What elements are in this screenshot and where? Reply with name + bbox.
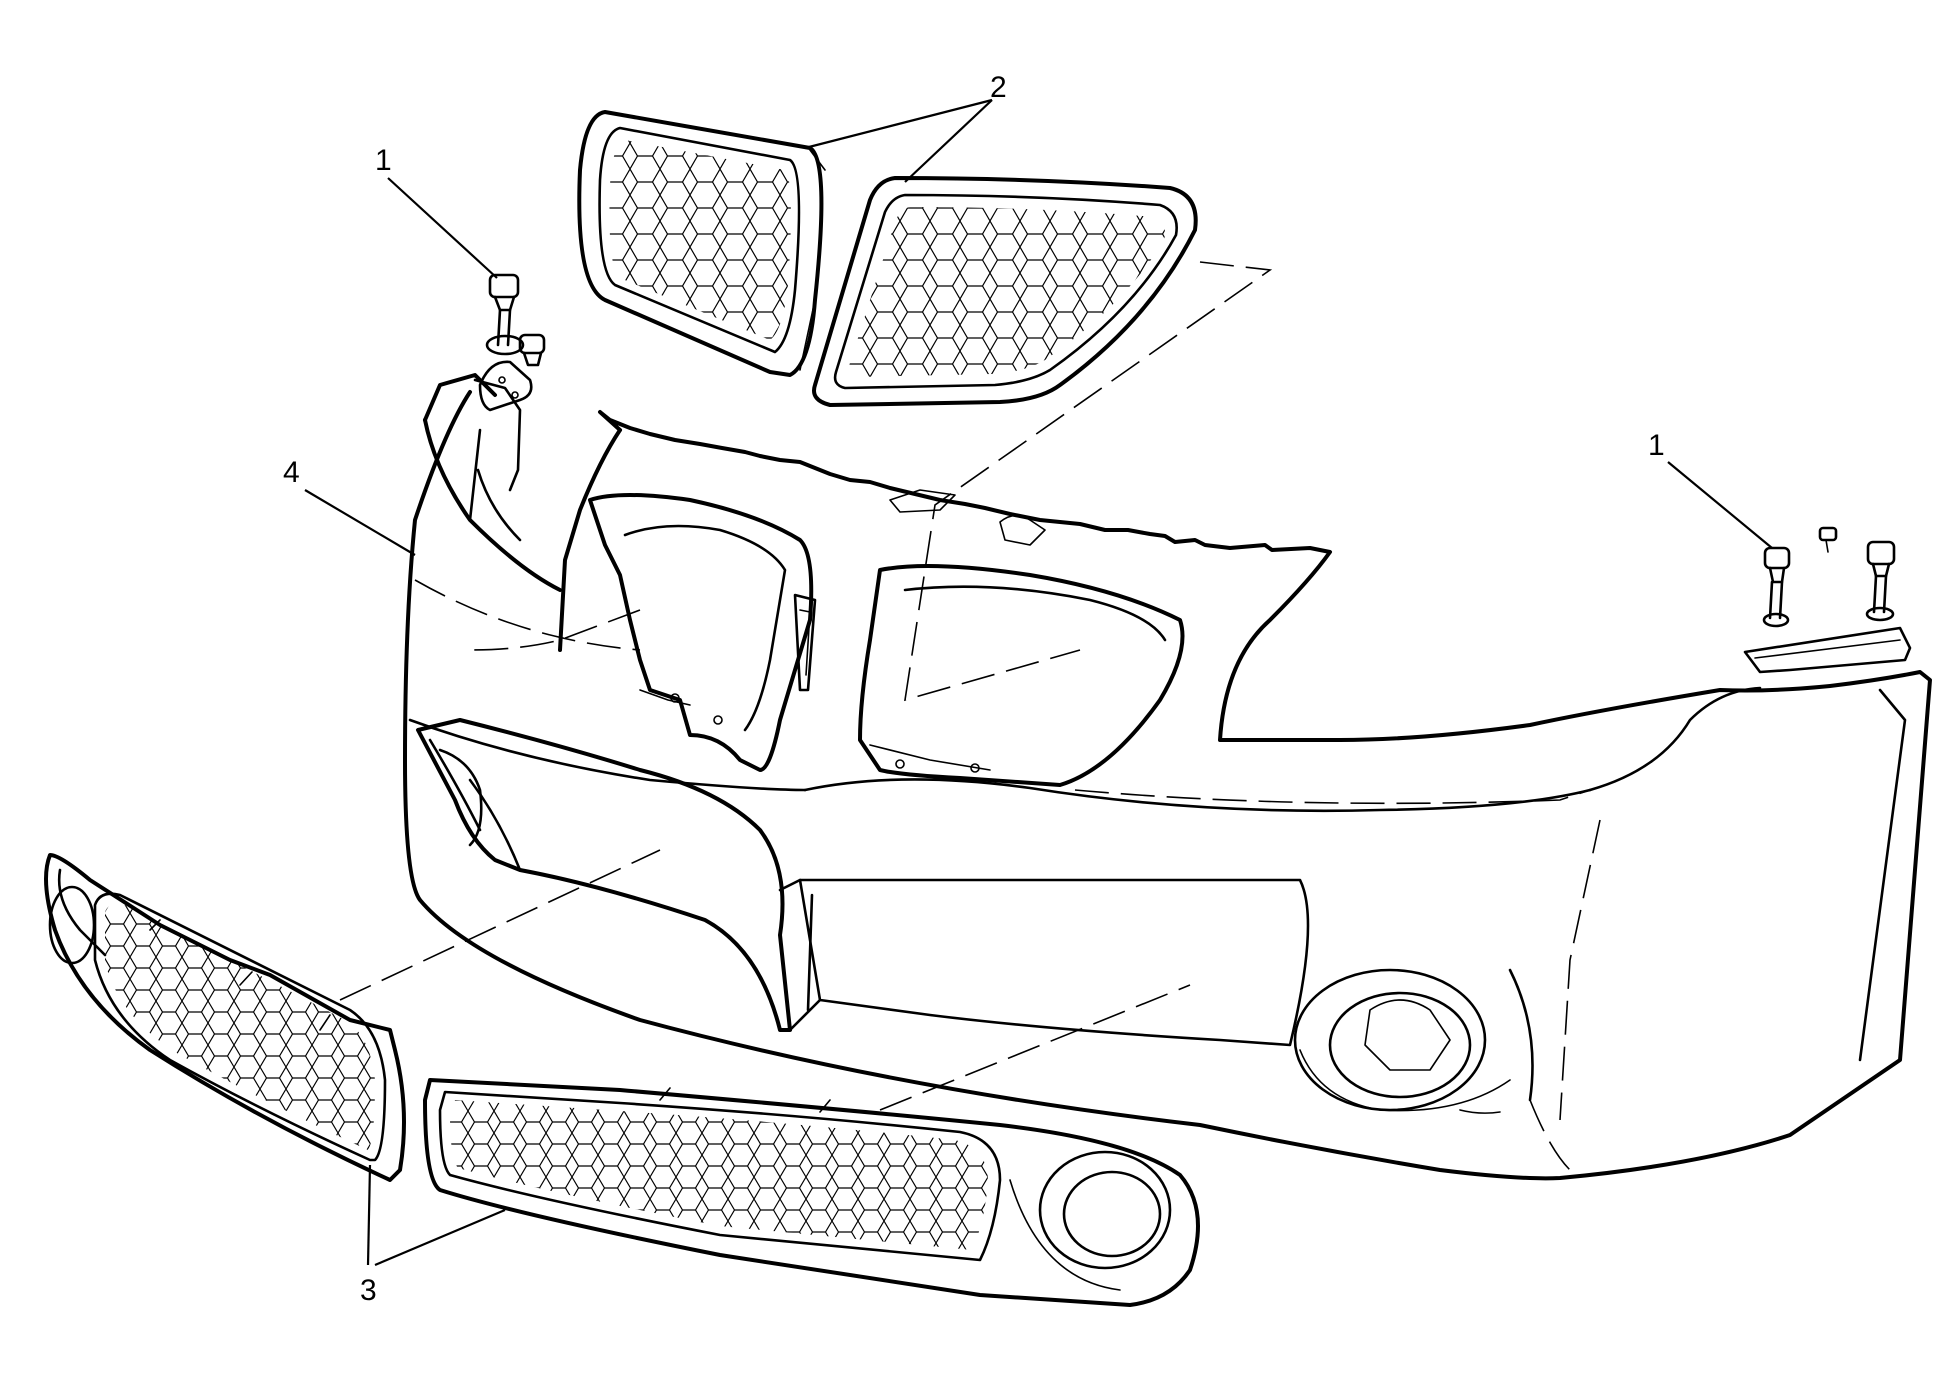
fastener-group-left xyxy=(478,273,546,412)
leader-1 xyxy=(387,177,498,279)
assembly-line xyxy=(904,261,1273,702)
assembly-line xyxy=(339,849,661,1001)
leader-3b xyxy=(374,1208,506,1267)
callout-2: 2 xyxy=(990,71,1007,104)
callout-1-right: 1 xyxy=(1648,429,1665,462)
lower-grille-right xyxy=(423,1078,1200,1307)
leader-2b xyxy=(904,99,993,183)
leader-4 xyxy=(304,489,416,556)
bumper-fascia xyxy=(403,373,1932,1181)
lower-grille-left xyxy=(44,853,406,1182)
fastener-group-right xyxy=(1743,526,1912,674)
callout-3: 3 xyxy=(360,1274,377,1307)
leader-1b xyxy=(1667,461,1773,549)
leader-3a xyxy=(366,1164,372,1266)
upper-grille-left xyxy=(577,110,826,377)
assembly-line xyxy=(879,984,1191,1111)
leader-2a xyxy=(804,98,993,150)
assembly-line xyxy=(469,609,641,651)
upper-grille-right xyxy=(812,176,1198,407)
callout-1: 1 xyxy=(375,144,392,177)
callout-4: 4 xyxy=(283,456,300,489)
